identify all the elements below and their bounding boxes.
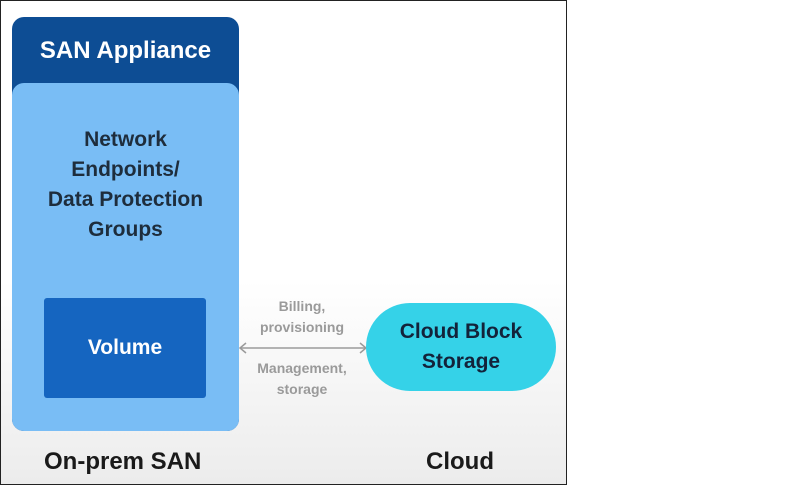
san-appliance-title: SAN Appliance [39, 37, 212, 64]
management-storage-label: Management, storage [242, 358, 362, 400]
network-line-2: Endpoints/ [71, 158, 180, 181]
provisioning-line: provisioning [260, 319, 344, 335]
cloud-block-storage: Cloud Block Storage [366, 303, 556, 391]
network-line-3: Data Protection [47, 188, 204, 211]
bidirectional-arrow [238, 342, 368, 354]
network-line-1: Network [84, 128, 167, 151]
cloud-block-storage-label: Cloud Block Storage [366, 303, 556, 391]
on-prem-san-label: On-prem SAN [44, 448, 202, 475]
management-line: Management, [257, 360, 347, 376]
cloud-label: Cloud [426, 448, 494, 475]
volume-box: Volume [44, 298, 206, 398]
volume-label: Volume [87, 336, 163, 359]
billing-line: Billing, [278, 298, 326, 314]
arrow-head-left [238, 342, 247, 354]
cloud-line-1: Cloud Block [399, 320, 523, 343]
storage-line: storage [276, 381, 328, 397]
network-endpoints-label: Network Endpoints/ Data Protection Group… [12, 125, 239, 245]
san-appliance: SAN Appliance Network Endpoints/ Data Pr… [12, 17, 239, 431]
network-endpoints-box: Network Endpoints/ Data Protection Group… [12, 83, 239, 431]
diagram-frame: SAN Appliance Network Endpoints/ Data Pr… [0, 0, 567, 485]
billing-provisioning-label: Billing, provisioning [242, 296, 362, 338]
network-line-4: Groups [88, 218, 163, 241]
cloud-line-2: Storage [421, 350, 501, 373]
